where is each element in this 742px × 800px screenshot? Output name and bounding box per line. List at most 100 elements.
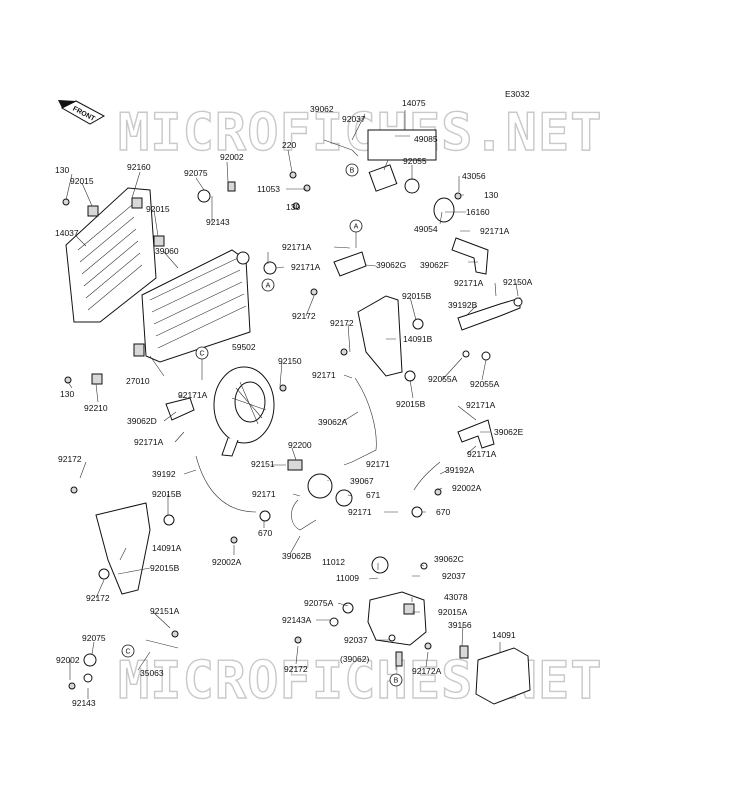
part-label: 92037 (442, 571, 466, 581)
o-ring-670b (411, 506, 423, 518)
part-label: 92143 (72, 698, 96, 708)
part-label: 39156 (448, 620, 472, 630)
part-label: 92171 (366, 459, 390, 469)
part-label: 670 (436, 507, 450, 517)
part-label: 92171A (134, 437, 164, 447)
thermostat-assembly (367, 129, 455, 223)
part-label: 92055 (403, 156, 427, 166)
reservoir-tank (367, 556, 427, 646)
part-label: 49054 (414, 224, 438, 234)
part-label: 92171A (480, 226, 510, 236)
ref-circle-c-1: C (195, 346, 209, 360)
part-label: 671 (366, 490, 380, 500)
part-label: 92172 (330, 318, 354, 328)
oil-cooler (307, 473, 333, 499)
part-label: 14091 (492, 630, 516, 640)
part-label: 16160 (466, 207, 490, 217)
svg-text:A: A (354, 224, 359, 231)
part-label: 92037 (344, 635, 368, 645)
part-label: 130 (286, 202, 300, 212)
part-label: 92172 (86, 593, 110, 603)
ref-circle-b-1: B (345, 163, 359, 177)
part-label: 39062B (282, 551, 312, 561)
part-label: 92075 (184, 168, 208, 178)
part-label: 11009 (336, 573, 359, 583)
part-label: 14091B (403, 334, 433, 344)
part-label: 49085 (414, 134, 438, 144)
part-label: 92015 (70, 176, 94, 186)
watermark-top: MICROFICHES.NET (118, 103, 603, 163)
part-label: 14075 (402, 98, 426, 108)
part-label: 92171A (282, 242, 312, 252)
svg-text:B: B (350, 168, 355, 175)
part-label: 11053 (257, 184, 280, 194)
part-label: 92055A (428, 374, 458, 384)
o-ring-671 (335, 489, 353, 507)
part-label: 14091A (152, 543, 182, 553)
part-label: 92015 (146, 204, 170, 214)
part-label: 92055A (470, 379, 500, 389)
part-label: 92151A (150, 606, 180, 616)
part-label: 39062C (434, 554, 464, 564)
part-label: 92210 (84, 403, 108, 413)
part-label: 39062F (420, 260, 449, 270)
part-label: (39062) (340, 654, 369, 664)
part-label: 92171A (454, 278, 484, 288)
part-label: 59502 (232, 342, 256, 352)
part-label: 92037 (342, 114, 366, 124)
diagram-code: E3032 (505, 89, 530, 99)
part-label: 92172 (284, 664, 308, 674)
part-label: 92002A (212, 557, 242, 567)
part-label: 39062E (494, 427, 524, 437)
part-label: 14037 (55, 228, 79, 238)
part-label: 92075 (82, 633, 106, 643)
ref-circle-b-2: B (389, 673, 403, 687)
hoses (145, 139, 495, 649)
part-label: 39060 (155, 246, 179, 256)
part-label: 92015A (438, 607, 468, 617)
part-label: 92172 (58, 454, 82, 464)
part-label: 130 (60, 389, 74, 399)
part-label: 11012 (322, 557, 345, 567)
part-label: 92200 (288, 440, 312, 450)
part-label: 92171 (252, 489, 276, 499)
part-label: 92002A (452, 483, 482, 493)
part-label: 130 (55, 165, 69, 175)
part-label: 92171A (467, 449, 497, 459)
radiator-cover (65, 187, 157, 323)
part-label: 43056 (462, 171, 486, 181)
bolt-92200 (287, 459, 303, 471)
part-label: 92171A (178, 390, 208, 400)
part-label: 92075A (304, 598, 334, 608)
part-label: 92171 (348, 507, 372, 517)
ref-circle-a-2: A (261, 278, 275, 292)
part-label: 92151 (251, 459, 275, 469)
part-label: 92171 (312, 370, 336, 380)
leader-lines (65, 110, 519, 699)
svg-text:B: B (394, 678, 399, 685)
ref-circle-c-2: C (121, 644, 135, 658)
part-label: 220 (282, 140, 296, 150)
part-label: 27010 (126, 376, 150, 386)
part-label: 92015B (150, 563, 180, 573)
svg-text:C: C (199, 351, 204, 358)
pipe-39192B (457, 297, 521, 331)
part-label: 670 (258, 528, 272, 538)
part-label: 92143A (282, 615, 312, 625)
part-labels: 14075 39062 92037 49085 220 B 11053 9205… (55, 98, 533, 708)
svg-text:C: C (125, 649, 130, 656)
part-label: 92015B (402, 291, 432, 301)
o-ring-670a (259, 510, 271, 522)
part-label: 92002 (220, 152, 244, 162)
cooling-fan (213, 366, 275, 457)
part-label: 92002 (56, 655, 80, 665)
part-label: 43078 (444, 592, 468, 602)
part-label: 92172 (292, 311, 316, 321)
part-label: 92143 (206, 217, 230, 227)
part-label: 39062 (310, 104, 334, 114)
part-label: 92150 (278, 356, 302, 366)
part-label: 92160 (127, 162, 151, 172)
shroud-14091B (357, 295, 403, 377)
radiator (133, 249, 251, 363)
part-label: 92172A (412, 666, 442, 676)
